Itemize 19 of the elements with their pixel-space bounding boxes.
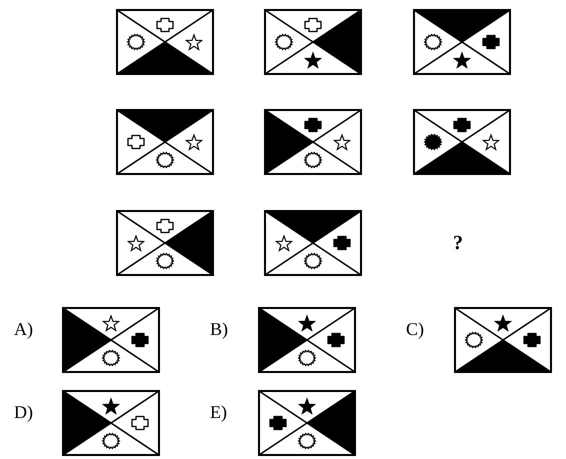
option-label: C) [406,319,424,339]
quadrant-tile-drawing [264,109,362,175]
quadrant-tile-drawing [413,109,511,175]
quadrant-tile-drawing [116,109,214,175]
option-label: D) [14,402,33,422]
quadrant-tile-drawing [116,9,214,75]
quadrant-tile-drawing [116,210,214,276]
quadrant-tile-drawing [258,307,356,373]
quadrant-tile-drawing [454,307,552,373]
quadrant-tile-drawing [258,390,356,456]
quadrant-tile-drawing [62,307,160,373]
quadrant-tile-drawing [264,210,362,276]
quadrant-tile-drawing [62,390,160,456]
quadrant-tile-drawing [264,9,362,75]
option-label: B) [210,319,228,339]
quadrant-tile-drawing [413,9,511,75]
option-label: E) [210,402,227,422]
option-label: A) [14,319,33,339]
question-mark: ? [453,232,463,254]
